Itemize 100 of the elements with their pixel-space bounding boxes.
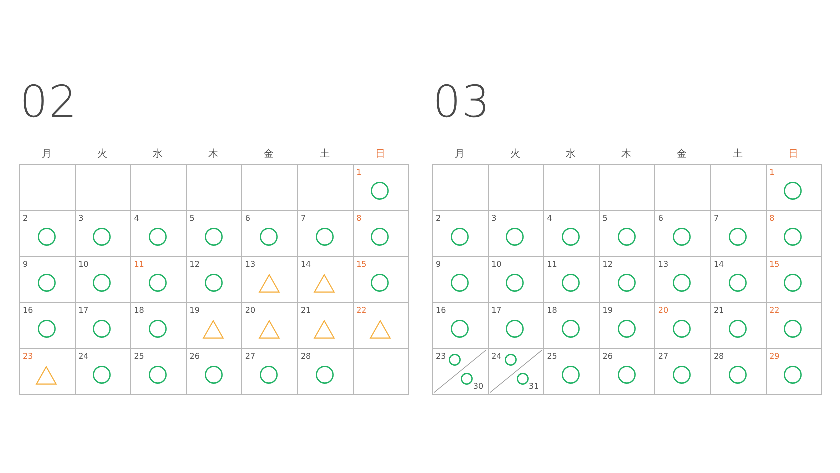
day-number: 24: [492, 353, 502, 361]
empty-day-cell: [186, 165, 242, 211]
empty-day-cell: [242, 165, 298, 211]
circle-mark: [618, 228, 636, 246]
day-number: 17: [78, 307, 89, 315]
circle-mark: [673, 366, 692, 384]
day-cell: [298, 257, 354, 303]
weekday-label: 日: [374, 150, 386, 160]
empty-day-cell: [710, 165, 767, 211]
day-cell: [186, 349, 242, 395]
day-number: 28: [300, 353, 312, 361]
day-cell: [354, 165, 410, 211]
day-number: 29: [770, 353, 780, 361]
day-cell: [600, 303, 656, 349]
circle-mark: [618, 366, 636, 384]
weekday-label: 水: [565, 150, 577, 160]
triangle-mark: [314, 320, 336, 339]
triangle-mark: [258, 274, 280, 293]
day-number: 27: [658, 353, 669, 361]
circle-mark: [562, 274, 580, 292]
day-cell: [242, 303, 298, 349]
circle-mark: [618, 320, 636, 338]
circle-mark: [93, 228, 112, 246]
triangle-mark: [258, 320, 280, 339]
day-number: 21: [714, 307, 724, 315]
circle-mark: [93, 320, 112, 338]
day-number: 6: [245, 215, 250, 223]
circle-mark: [371, 274, 390, 292]
day-number: 4: [134, 215, 140, 223]
day-number: 5: [602, 215, 608, 223]
circle-mark: [38, 228, 56, 246]
weekday-label: 金: [676, 150, 688, 160]
day-number: 27: [245, 353, 256, 361]
circle-mark: [204, 274, 223, 292]
day-number: 2: [23, 215, 28, 223]
circle-mark: [673, 274, 692, 292]
weekday-label: 火: [509, 150, 522, 160]
triangle-mark: [370, 320, 391, 339]
day-number: 15: [770, 261, 780, 269]
day-cell: [20, 349, 76, 395]
day-cell: [354, 257, 410, 303]
day-cell: [655, 349, 711, 395]
day-number: 26: [190, 353, 200, 361]
day-cell: [242, 211, 298, 257]
circle-mark: [316, 228, 334, 246]
day-cell: [298, 349, 354, 395]
day-cell: [186, 211, 242, 257]
circle-mark: [148, 228, 167, 246]
circle-mark: [93, 366, 112, 384]
day-cell: [766, 211, 822, 257]
day-cell: [488, 303, 544, 349]
day-cell: [354, 211, 410, 257]
triangle-mark: [203, 320, 224, 339]
circle-mark: [728, 320, 747, 338]
day-number: 19: [602, 307, 613, 315]
day-number: 4: [547, 215, 552, 223]
day-number: 19: [190, 307, 200, 315]
month-heading: 03: [433, 81, 491, 125]
day-number: 25: [547, 353, 558, 361]
empty-day-cell: [354, 349, 410, 395]
empty-day-cell: [488, 165, 544, 211]
day-cell: [544, 303, 600, 349]
day-number: 9: [436, 261, 442, 269]
circle-mark: [506, 274, 524, 292]
day-cell: [710, 349, 767, 395]
circle-mark: [673, 320, 692, 338]
day-number: 12: [190, 261, 200, 269]
day-number: 12: [602, 261, 613, 269]
circle-mark: [673, 228, 692, 246]
day-cell: [298, 303, 354, 349]
day-cell: [766, 165, 822, 211]
day-number: 18: [134, 307, 144, 315]
day-cell: [242, 257, 298, 303]
circle-mark: [204, 228, 223, 246]
weekday-label: 水: [152, 150, 164, 160]
day-number: 9: [23, 261, 28, 269]
circle-mark: [504, 354, 517, 366]
day-number: 26: [602, 353, 613, 361]
circle-mark: [562, 228, 580, 246]
weekday-label: 火: [96, 150, 108, 160]
day-number: 16: [436, 307, 446, 315]
day-cell: [600, 257, 656, 303]
weekday-label: 月: [454, 150, 466, 160]
weekday-label: 日: [787, 150, 800, 160]
day-number: 24: [78, 353, 89, 361]
circle-mark: [562, 366, 580, 384]
day-cell: [20, 303, 76, 349]
day-number: 11: [547, 261, 558, 269]
circle-mark: [260, 228, 278, 246]
day-number: 28: [714, 353, 724, 361]
day-number: 20: [245, 307, 256, 315]
day-number: 14: [714, 261, 724, 269]
circle-mark: [506, 320, 524, 338]
empty-day-cell: [655, 165, 711, 211]
day-number: 10: [492, 261, 502, 269]
empty-day-cell: [544, 165, 600, 211]
day-cell: [766, 303, 822, 349]
circle-mark: [449, 354, 461, 366]
day-number: 7: [714, 215, 720, 223]
day-cell: [242, 349, 298, 395]
